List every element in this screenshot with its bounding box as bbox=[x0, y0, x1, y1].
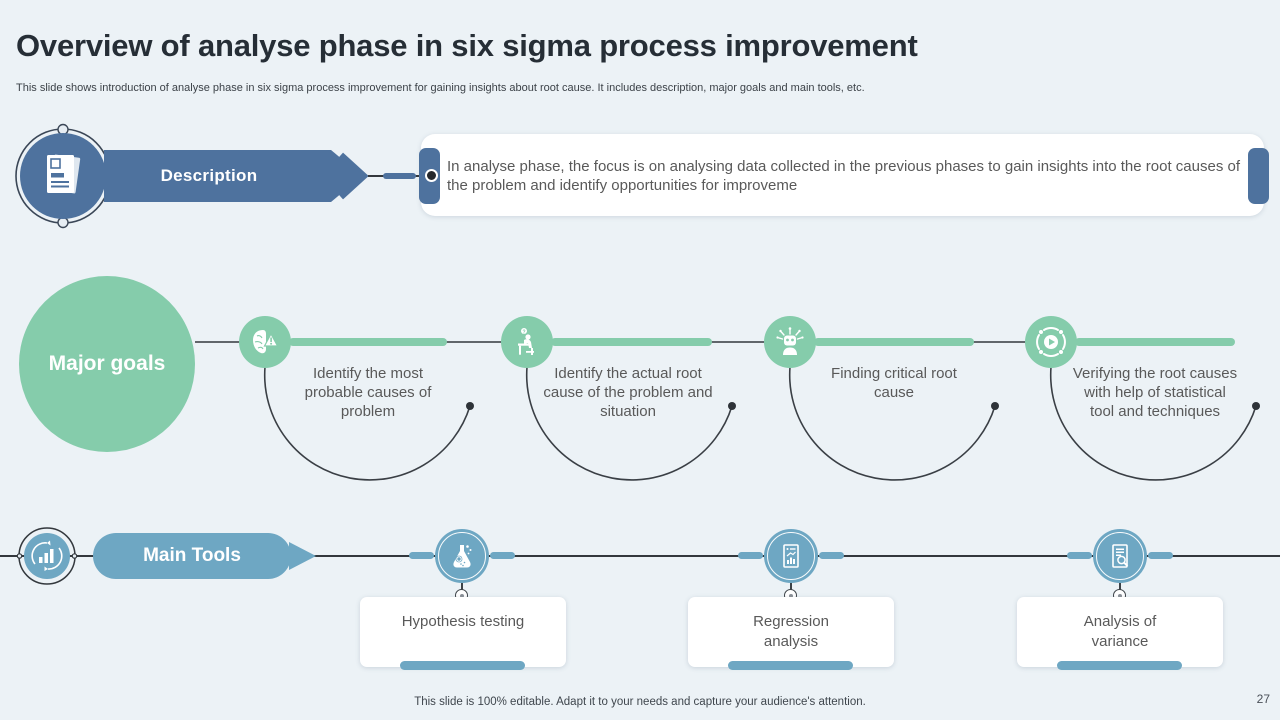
tool-card-accent-bar bbox=[400, 661, 525, 670]
footer-note: This slide is 100% editable. Adapt it to… bbox=[414, 696, 866, 708]
major-goals-circle: Major goals bbox=[19, 276, 195, 452]
robot-icon bbox=[776, 327, 804, 355]
goal-text-2: Identify the actual root cause of the pr… bbox=[543, 365, 713, 420]
goal-text-3: Finding critical root cause bbox=[831, 365, 957, 401]
brain-alert-icon bbox=[253, 330, 279, 354]
tool-card-3: Analysis of variance bbox=[1017, 597, 1223, 667]
tool-stem bbox=[1119, 583, 1121, 590]
chart-cycle-icon bbox=[31, 540, 63, 571]
svg-text:?: ? bbox=[522, 329, 525, 335]
tool-node-2 bbox=[764, 529, 818, 583]
goal-node-1 bbox=[239, 316, 291, 368]
tool-card-accent-bar bbox=[1057, 661, 1182, 670]
tool-card-1: Hypothesis testing bbox=[360, 597, 566, 667]
page-subtitle: This slide shows introduction of analyse… bbox=[16, 82, 865, 94]
description-text-box bbox=[421, 134, 1264, 216]
tool-dash bbox=[490, 552, 515, 559]
main-tools-badge bbox=[17, 527, 77, 585]
goal-node-3 bbox=[764, 316, 816, 368]
tool-card-accent-bar bbox=[728, 661, 853, 670]
main-tools-label: Main Tools bbox=[143, 545, 241, 566]
tool-dash bbox=[1148, 552, 1173, 559]
description-box-right-bar bbox=[1248, 148, 1269, 204]
description-text: In analyse phase, the focus is on analys… bbox=[447, 158, 1241, 194]
tool-stem bbox=[790, 583, 792, 590]
major-goals-label: Major goals bbox=[48, 352, 166, 375]
analyst-desk-icon: ? bbox=[518, 328, 534, 355]
tool-node-1 bbox=[435, 529, 489, 583]
goals-timeline bbox=[195, 338, 1260, 481]
page-number: 27 bbox=[1256, 692, 1270, 706]
tool-node-ring bbox=[767, 532, 815, 580]
tool-dash bbox=[819, 552, 844, 559]
tool-dash bbox=[1067, 552, 1092, 559]
page-title: Overview of analyse phase in six sigma p… bbox=[16, 28, 918, 63]
description-label: Description bbox=[160, 166, 258, 185]
tool-label-2: Regression analysis bbox=[753, 613, 829, 650]
tool-label-1: Hypothesis testing bbox=[401, 613, 525, 630]
tool-dash bbox=[738, 552, 763, 559]
tool-label-3: Analysis of variance bbox=[1083, 613, 1157, 650]
tool-node-ring bbox=[1096, 532, 1144, 580]
goal-node-4 bbox=[1025, 316, 1077, 368]
target-gear-icon bbox=[1036, 327, 1066, 357]
tool-card-2: Regression analysis bbox=[688, 597, 894, 667]
goal-text-1: Identify the most probable causes of pro… bbox=[304, 365, 432, 420]
description-connector-dash bbox=[383, 173, 416, 179]
main-tools-pill: Main Tools bbox=[93, 533, 291, 579]
tools-timeline-line bbox=[0, 555, 1280, 557]
tool-stem bbox=[461, 583, 463, 590]
goal-text-4: Verifying the root causes with help of s… bbox=[1072, 365, 1238, 420]
tool-node-3 bbox=[1093, 529, 1147, 583]
goal-node-2: ? bbox=[501, 316, 553, 368]
tool-dash bbox=[409, 552, 434, 559]
chevron-right-icon bbox=[336, 152, 369, 200]
document-icon bbox=[47, 154, 81, 194]
tool-node-ring bbox=[438, 532, 486, 580]
description-connector-dot bbox=[425, 169, 438, 182]
description-badge bbox=[15, 123, 111, 229]
main-tools-arrow bbox=[289, 542, 316, 570]
description-banner: Description bbox=[104, 150, 362, 202]
